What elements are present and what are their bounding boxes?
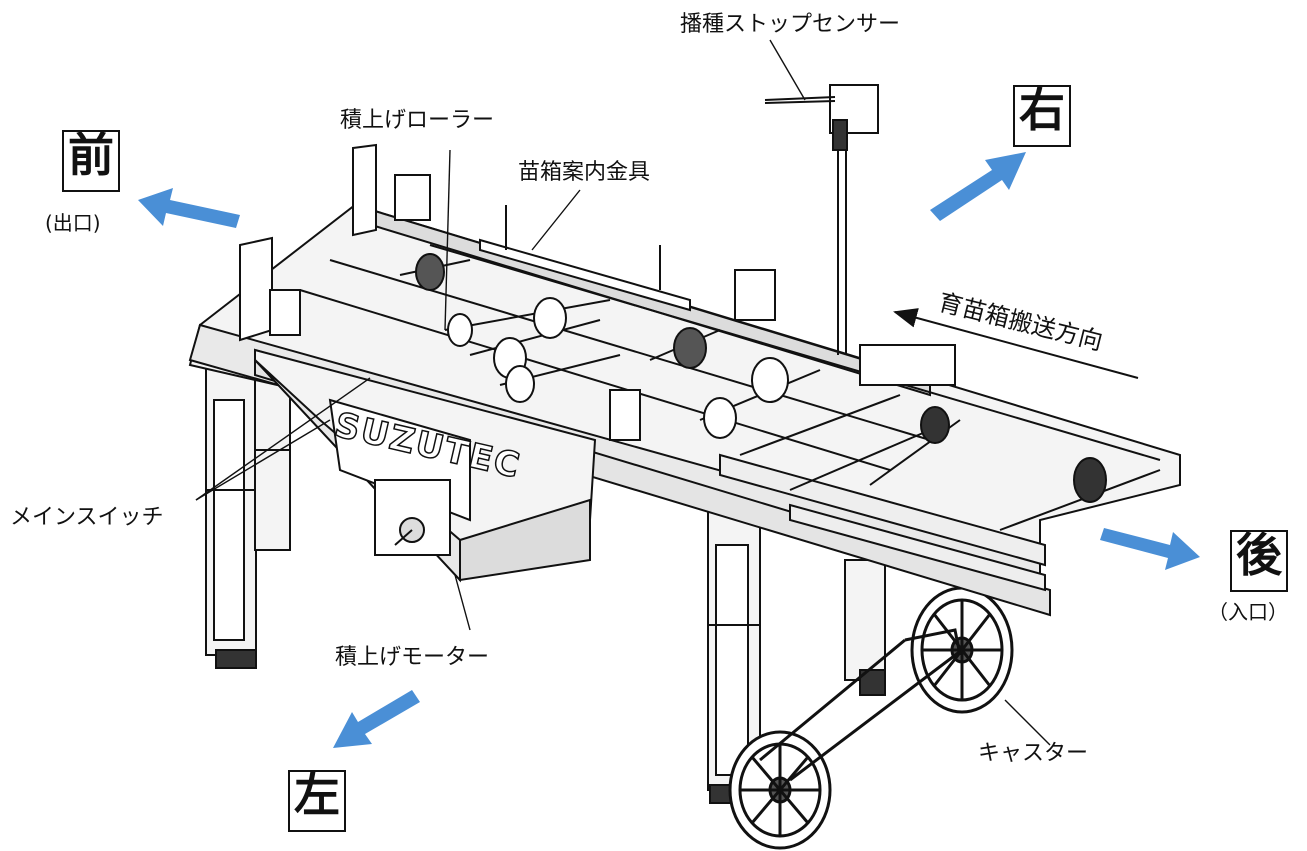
arrow-front (138, 188, 240, 228)
direction-front-note: (出口) (45, 211, 101, 235)
caster-axle (759, 628, 963, 782)
label-main-switch: メインスイッチ (10, 505, 164, 530)
leg-front-left (205, 364, 257, 669)
leg-front-right (254, 379, 291, 551)
leader-stacking-roller (444, 149, 451, 331)
direction-left: 左 (288, 770, 346, 832)
leader-seedling-box-guide (531, 189, 581, 251)
direction-front: 前 (62, 130, 120, 192)
arrow-rear (1100, 528, 1200, 570)
leader-stacking-motor (454, 574, 471, 631)
rollers (399, 253, 1161, 531)
label-caster: キャスター (978, 741, 1089, 766)
arrow-right (930, 152, 1026, 221)
label-seeding-stop-sensor: 播種ストップセンサー (680, 12, 901, 37)
leader-lines (195, 39, 1051, 746)
direction-rear: 後 (1230, 530, 1288, 592)
sensor-pole (764, 84, 879, 355)
leader-seeding-stop-sensor (769, 39, 806, 101)
label-seedling-box-guide: 苗箱案内金具 (518, 160, 651, 185)
leader-main-switch-2 (195, 419, 331, 501)
motor-housing (254, 348, 597, 583)
arrow-left (333, 690, 420, 748)
leg-rear-left (707, 509, 761, 804)
label-stacking-motor: 積上げモーター (335, 645, 490, 670)
leader-main-switch-1 (195, 377, 371, 501)
conveying-direction-arrow (893, 308, 1139, 379)
direction-right: 右 (1013, 85, 1071, 147)
direction-rear-note: （入口） (1208, 600, 1288, 624)
label-stacking-roller: 積上げローラー (340, 108, 495, 133)
caster-wheel-front (728, 730, 832, 850)
leader-caster (1004, 699, 1051, 746)
